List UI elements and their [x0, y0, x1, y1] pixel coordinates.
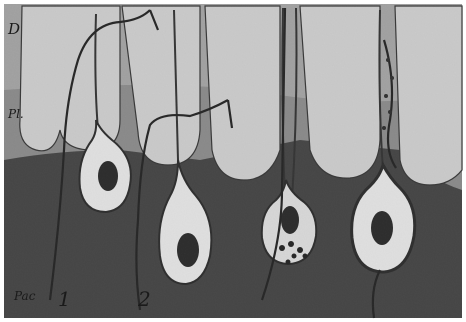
label-2: 2 [137, 287, 151, 311]
label-d: D [7, 20, 20, 38]
label-pac: Pac [13, 289, 36, 303]
label-1: 1 [58, 287, 71, 311]
label-pl: Pl. [7, 107, 24, 121]
